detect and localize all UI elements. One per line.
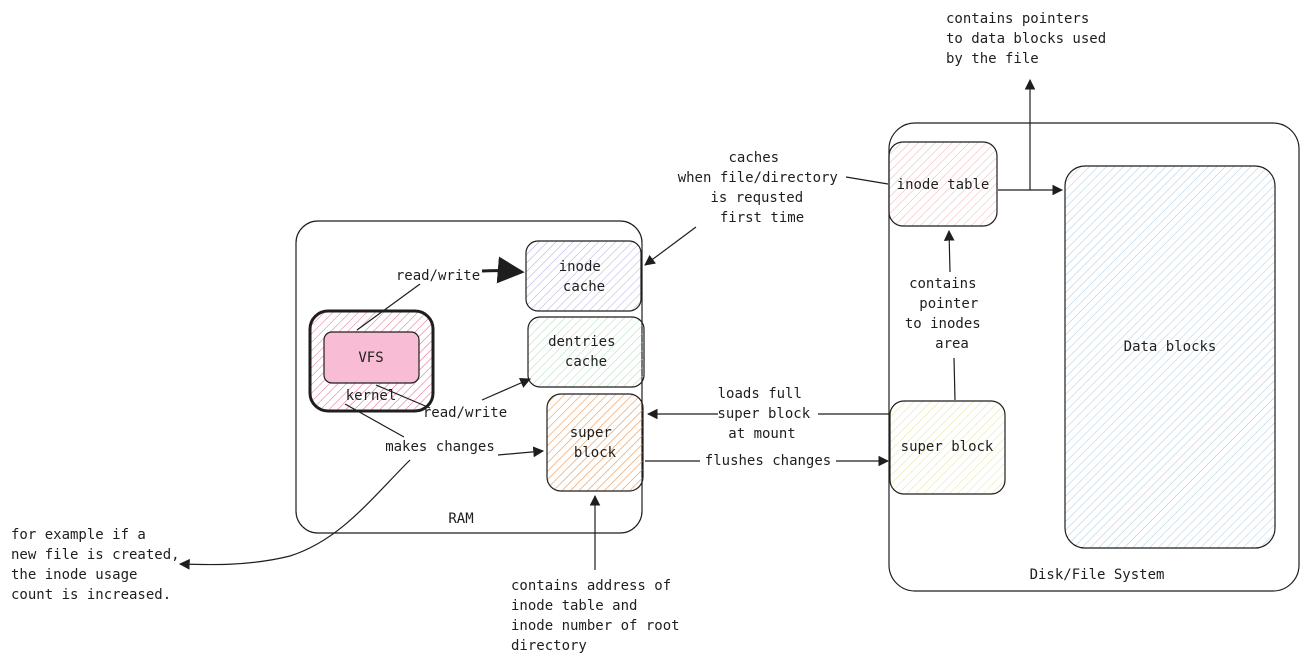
dentries-cache-node	[527, 316, 645, 388]
inode-table-label: inode table	[897, 177, 990, 193]
edge-read-write-to-inode-cache	[481, 256, 525, 284]
inode-cache-label: inode cache	[559, 259, 610, 295]
edge-contains-pointer-lower	[953, 357, 956, 401]
disk-label: Disk/File System	[1030, 567, 1165, 583]
read-write-label-2: read/write	[423, 405, 507, 421]
data-blocks-label: Data blocks	[1124, 339, 1217, 355]
kernel-label: kernel	[346, 388, 397, 404]
super-block-ram-node	[546, 393, 644, 492]
edge-contains-pointer-upper	[943, 229, 955, 273]
edge-kernel-to-dentries	[375, 384, 431, 409]
inode-cache-node	[525, 240, 642, 312]
vfs-label: VFS	[358, 350, 383, 366]
dentries-cache-label: dentries cache	[548, 334, 624, 370]
loads-full-label: loads full super block at mount	[717, 386, 818, 442]
flushes-changes-label: flushes changes	[705, 453, 831, 469]
edge-kernel-to-makes-changes	[344, 403, 405, 438]
inode-table-node	[888, 141, 998, 227]
super-block-disk-node	[889, 400, 1006, 495]
pointers-note: contains pointers to data blocks used by…	[946, 11, 1115, 67]
data-blocks-node	[1064, 165, 1276, 549]
edge-makes-changes-to-super-block	[497, 446, 545, 458]
edge-vfs-to-inode-cache	[356, 283, 421, 331]
makes-changes-label: makes changes	[385, 439, 495, 455]
edge-read-write-to-dentries	[481, 377, 531, 401]
read-write-label-1: read/write	[396, 268, 480, 284]
super-block-disk-label: super block	[901, 439, 994, 455]
vfs-node	[323, 331, 420, 384]
super-block-ram-label: super block	[570, 425, 621, 461]
edge-caches-note-to-inode-cache	[644, 226, 697, 266]
edge-caches-note-from-table	[845, 176, 889, 185]
caches-note: caches when file/directory is requsted f…	[678, 150, 847, 226]
ram-label: RAM	[448, 511, 473, 527]
contains-pointer-label: contains pointer to inodes area	[905, 276, 989, 352]
edge-to-example-note	[178, 459, 411, 570]
disk-container	[888, 122, 1300, 592]
address-note: contains address of inode table and inod…	[511, 578, 688, 654]
example-note: for example if a new file is created, th…	[11, 527, 188, 603]
